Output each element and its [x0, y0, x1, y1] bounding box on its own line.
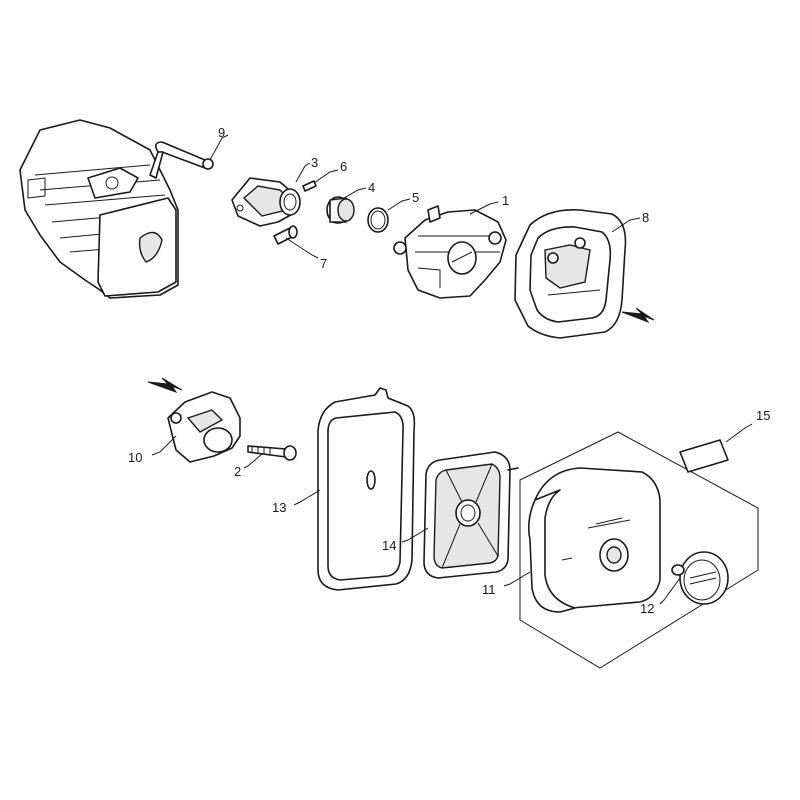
callout-3: 3	[311, 155, 318, 170]
intake-manifold-part	[231, 177, 301, 227]
impulse-hose-part	[149, 141, 214, 179]
callout-11: 11	[482, 582, 496, 597]
filter-element-part	[423, 451, 519, 579]
callout-9: 9	[218, 125, 225, 140]
callout-4: 4	[368, 180, 375, 195]
leader-lines	[151, 134, 753, 605]
decal-part	[679, 439, 729, 473]
callout-15: 15	[756, 408, 770, 423]
direction-arrow-icon	[147, 377, 183, 393]
spacer-part	[326, 196, 355, 224]
callout-12: 12	[640, 601, 654, 616]
direction-arrow-icon	[621, 307, 655, 324]
callout-5: 5	[412, 190, 419, 205]
gasket-ring-part	[367, 207, 389, 233]
callout-10: 10	[128, 450, 142, 465]
knob-part	[671, 551, 729, 605]
callout-14: 14	[382, 538, 396, 553]
callout-7: 7	[320, 256, 327, 271]
small-screw-part	[302, 180, 317, 192]
callout-8: 8	[642, 210, 649, 225]
callout-2: 2	[234, 464, 241, 479]
cylinder-part	[19, 119, 179, 299]
callout-6: 6	[340, 159, 347, 174]
filter-frame-part	[317, 387, 416, 591]
bolt-part	[247, 445, 297, 461]
callout-1: 1	[502, 193, 509, 208]
callout-13: 13	[272, 500, 286, 515]
carburetor-part	[393, 205, 507, 299]
air-filter-base-part	[514, 208, 627, 339]
filter-cover-part	[519, 431, 759, 669]
screw-part	[273, 225, 298, 245]
baffle-plate-part	[167, 391, 241, 463]
